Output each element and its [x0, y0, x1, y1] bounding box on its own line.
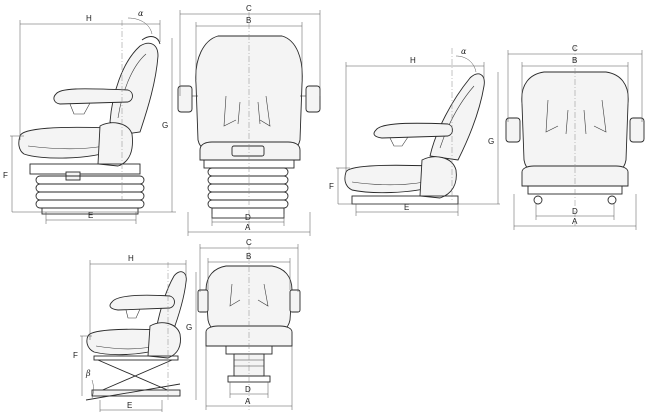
label-d: D — [245, 213, 251, 222]
label-beta: β — [85, 369, 91, 378]
label-g-2: G — [488, 137, 494, 146]
label-e-2: E — [404, 203, 409, 212]
side-view-air-suspension-seat: H α G F E — [3, 9, 176, 224]
label-f: F — [3, 171, 8, 180]
label-b-3: B — [246, 252, 251, 261]
label-g: G — [162, 121, 168, 130]
front-view-scissor-suspension-seat: C B D A — [197, 238, 301, 410]
bellows-front — [207, 167, 289, 219]
side-view-scissor-suspension-seat: H G F β E — [73, 254, 197, 412]
label-a: A — [245, 223, 251, 232]
label-f-3: F — [73, 351, 78, 360]
label-c-3: C — [246, 238, 252, 247]
label-c: C — [246, 4, 252, 13]
label-d-3: D — [245, 385, 251, 394]
label-h: H — [86, 14, 92, 23]
label-a-2: A — [572, 217, 578, 226]
label-d-2: D — [572, 207, 578, 216]
label-c-2: C — [572, 44, 578, 53]
label-alpha-2: α — [461, 47, 467, 56]
label-h-2: H — [410, 56, 416, 65]
bellows-side — [35, 175, 145, 215]
label-a-3: A — [245, 397, 251, 406]
label-e-3: E — [127, 401, 132, 410]
label-h-3: H — [128, 254, 134, 263]
label-b-2: B — [572, 56, 577, 65]
label-b: B — [246, 16, 251, 25]
label-g-3: G — [186, 323, 192, 332]
front-view-air-suspension-seat: C B D A — [177, 4, 321, 236]
label-f-2: F — [329, 182, 334, 191]
label-alpha: α — [138, 9, 144, 18]
label-e: E — [88, 211, 93, 220]
side-view-mechanical-seat: H α G F E — [329, 47, 500, 216]
front-view-mechanical-seat: C B D A — [505, 44, 645, 230]
